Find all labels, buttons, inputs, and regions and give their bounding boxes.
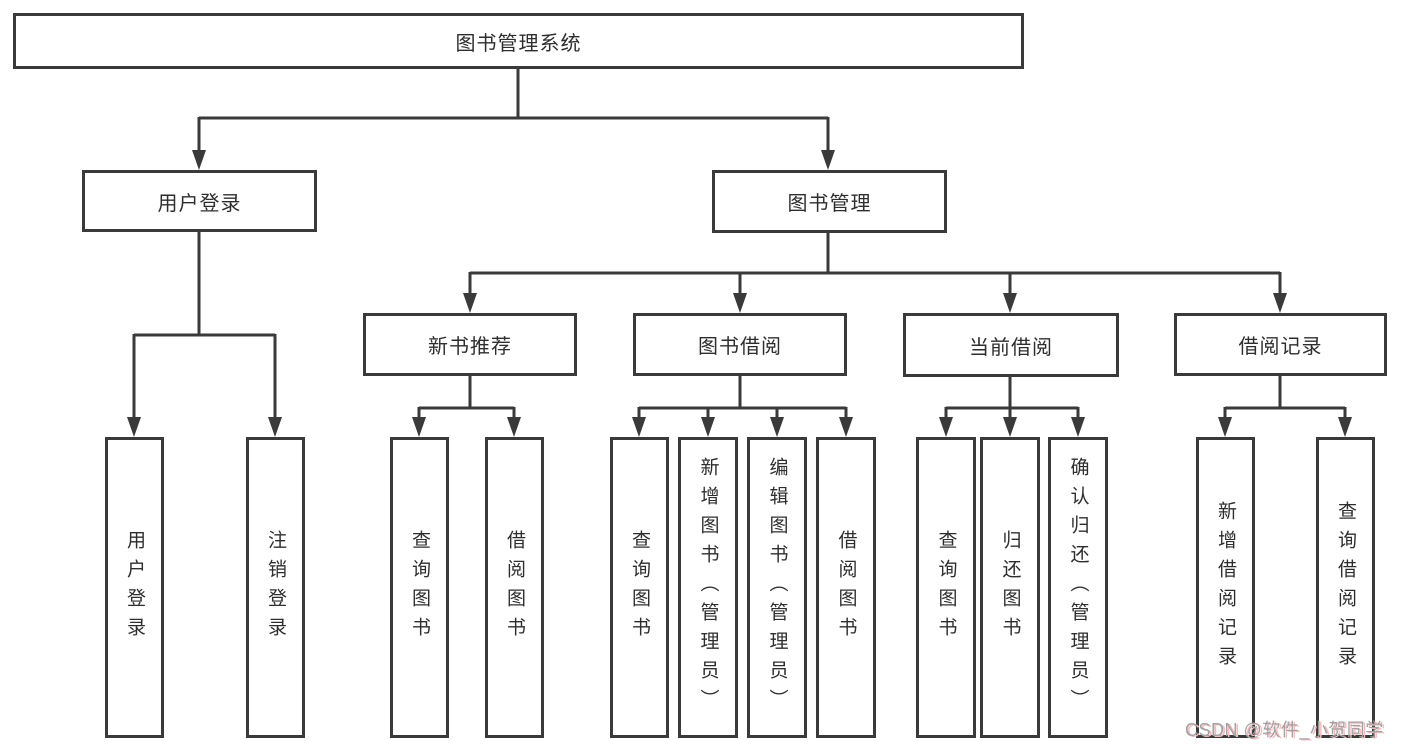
node-label: 图书管理系统 [455, 32, 582, 55]
leaf-query-books-borrowing: 查询图书 [610, 437, 669, 738]
node-new-book-recommendation: 新书推荐 [363, 313, 577, 376]
node-label: 确认归还（管理员） [1067, 457, 1089, 718]
node-book-management: 图书管理 [712, 170, 947, 233]
leaf-borrow-books-recommend: 借阅图书 [485, 437, 544, 738]
node-label: 用户登录 [124, 529, 145, 646]
leaf-query-books-current: 查询图书 [916, 437, 976, 738]
node-label: 借阅图书 [835, 529, 857, 646]
arrowheads [127, 150, 1352, 437]
node-label: 图书管理 [787, 193, 872, 215]
node-book-borrowing: 图书借阅 [633, 313, 847, 376]
leaf-user-login: 用户登录 [105, 437, 164, 738]
leaf-return-books: 归还图书 [980, 437, 1040, 738]
node-label: 借阅记录 [1238, 336, 1323, 358]
node-label: 注销登录 [265, 529, 286, 646]
node-label: 归还图书 [999, 529, 1021, 646]
node-label: 借阅图书 [504, 529, 525, 646]
node-user-login: 用户登录 [82, 170, 317, 232]
node-label: 查询图书 [409, 529, 430, 646]
node-label: 用户登录 [157, 192, 242, 215]
leaf-logout: 注销登录 [246, 437, 305, 738]
leaf-edit-book-admin: 编辑图书（管理员） [747, 437, 807, 738]
node-system-root: 图书管理系统 [13, 13, 1024, 69]
leaf-confirm-return-admin: 确认归还（管理员） [1048, 437, 1108, 738]
node-label: 查询图书 [629, 529, 650, 646]
leaf-query-borrow-record: 查询借阅记录 [1316, 437, 1375, 738]
csdn-watermark: CSDN @软件_小贺同学 [1185, 720, 1384, 740]
leaf-add-borrow-record: 新增借阅记录 [1196, 437, 1255, 738]
node-label: 新增图书（管理员） [697, 457, 719, 718]
node-label: 查询图书 [935, 529, 957, 646]
node-label: 查询借阅记录 [1335, 500, 1356, 675]
leaf-borrow-books: 借阅图书 [816, 437, 876, 738]
node-current-borrowing: 当前借阅 [903, 313, 1119, 377]
leaf-add-book-admin: 新增图书（管理员） [678, 437, 738, 738]
node-label: 图书借阅 [698, 336, 782, 358]
node-label: 新书推荐 [428, 336, 512, 358]
node-label: 当前借阅 [969, 336, 1053, 359]
node-label: 新增借阅记录 [1215, 500, 1236, 675]
node-label: 编辑图书（管理员） [766, 457, 788, 718]
leaf-query-books-recommend: 查询图书 [390, 437, 449, 738]
node-borrowing-records: 借阅记录 [1174, 313, 1387, 376]
